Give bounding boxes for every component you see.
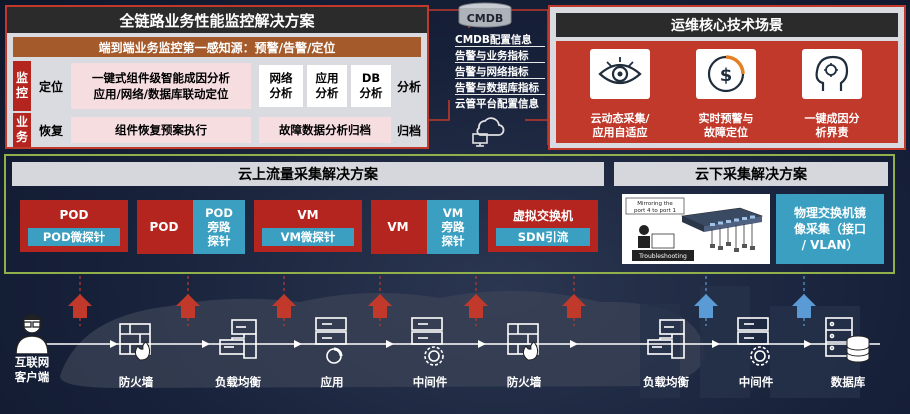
sdn-diversion: SDN引流 <box>496 228 590 246</box>
app-label: 应用 <box>320 375 344 389</box>
scene-label-3: 一键成因分 析界责 <box>804 112 860 139</box>
cmdb-underline-2 <box>455 62 545 63</box>
cmdb-underline-4 <box>455 94 545 95</box>
load-balancer-label-1: 负载均衡 <box>215 375 261 389</box>
load-balancer-label-2: 负载均衡 <box>643 375 689 389</box>
dollar-alert-icon: $ <box>696 49 756 99</box>
monitor-subtitle: 端到端业务监控第一感知源：预警/告警/定位 <box>13 37 421 57</box>
collection-solutions-box <box>4 154 895 274</box>
middleware-icon-2 <box>734 316 778 366</box>
cmdb-line-1: CMDB配置信息 <box>455 34 532 46</box>
network-analysis-box: 网络 分析 <box>259 65 303 107</box>
scenes-area: 云动态采集/ 应用自适应 $ 实时预警与 故障定位 一键成因分 析界责 <box>556 41 898 143</box>
switch-mirroring-image: Mirroring the port 4 to port 1 Troublesh… <box>622 194 770 264</box>
db-analysis-box: DB 分析 <box>351 65 391 107</box>
firewall-label-1: 防火墙 <box>118 375 154 389</box>
database-icon <box>824 316 872 366</box>
vm-bypass-probe: VM 旁路 探针 <box>427 200 479 254</box>
vm-label: VM <box>297 208 319 222</box>
cmdb-database-icon: CMDB <box>457 2 513 28</box>
vm-label-2: VM <box>387 220 409 234</box>
load-balancer-icon-1 <box>216 318 260 362</box>
archive-text: 故障数据分析归档 <box>259 117 391 143</box>
recover-text: 组件恢复预案执行 <box>71 117 251 143</box>
cloud-down-title: 云下采集解决方案 <box>614 162 888 186</box>
cmdb-underline-3 <box>455 78 545 79</box>
cmdb-title: CMDB <box>467 12 504 25</box>
cmdb-line-3: 告警与网络指标 <box>455 66 529 78</box>
pod-bypass-block: POD POD 旁路 探针 <box>137 200 245 254</box>
troubleshooting-caption: Troubleshooting <box>638 253 687 260</box>
client-label: 互联网 客户端 <box>14 355 50 384</box>
firewall-icon-2 <box>506 320 542 362</box>
core-scenarios-panel: 运维核心技术场景 云动态采集/ 应用自适应 $ 实时预警与 故障定位 <box>548 5 906 150</box>
ai-head-icon <box>802 49 862 99</box>
pod-micro-probe-block: POD POD微探针 <box>20 200 128 252</box>
cmdb-line-2: 告警与业务指标 <box>455 50 529 62</box>
eye-icon <box>590 49 650 99</box>
analysis-label: 分析 <box>396 79 421 94</box>
cmdb-underline-1 <box>455 46 545 47</box>
pod-label-2: POD <box>149 220 179 234</box>
mirroring-caption-2: port 4 to port 1 <box>634 208 676 214</box>
vswitch-label: 虚拟交换机 <box>512 208 573 223</box>
user-icon <box>12 310 52 355</box>
business-tag: 业 务 <box>13 113 31 147</box>
pod-bypass-probe: POD 旁路 探针 <box>193 200 245 254</box>
middleware-label-1: 中间件 <box>412 375 448 389</box>
middleware-label-2: 中间件 <box>738 375 774 389</box>
physical-switch-mirroring: 物理交换机镜 像采集（接口 / VLAN） <box>776 194 884 264</box>
vm-bypass-block: VM VM 旁路 探针 <box>371 200 479 254</box>
vm-micro-probe-block: VM VM微探针 <box>254 200 362 252</box>
database-label: 数据库 <box>830 375 866 389</box>
vm-micro-probe: VM微探针 <box>262 228 354 246</box>
app-analysis-box: 应用 分析 <box>307 65 347 107</box>
svg-text:$: $ <box>720 65 733 86</box>
middleware-icon-1 <box>408 316 452 366</box>
recover-label: 恢复 <box>38 123 63 138</box>
archive-label: 归档 <box>396 123 421 138</box>
mirroring-caption-1: Mirroring the <box>637 201 673 207</box>
firewall-label-2: 防火墙 <box>506 375 542 389</box>
app-server-icon <box>312 316 352 366</box>
scene-label-1: 云动态采集/ 应用自适应 <box>590 112 650 139</box>
cmdb-line-4: 告警与数据库指标 <box>455 82 539 94</box>
firewall-icon-1 <box>118 320 154 362</box>
locate-label: 定位 <box>38 79 63 94</box>
locate-text: 一键式组件级智能成因分析 应用/网络/数据库联动定位 <box>71 63 251 109</box>
full-chain-title: 全链路业务性能监控解决方案 <box>7 7 427 33</box>
network-flow-diagram <box>40 276 880 398</box>
pod-label: POD <box>59 208 89 222</box>
cmdb-line-5: 云管平台配置信息 <box>455 98 539 110</box>
cloud-up-title: 云上流量采集解决方案 <box>12 162 604 186</box>
scene-label-2: 实时预警与 故障定位 <box>698 112 754 139</box>
vswitch-block: 虚拟交换机 SDN引流 <box>488 200 598 252</box>
monitor-tag: 监 控 <box>13 61 31 111</box>
pod-micro-probe: POD微探针 <box>28 228 120 246</box>
cloud-monitor-icon <box>470 114 506 148</box>
full-chain-panel: 全链路业务性能监控解决方案 端到端业务监控第一感知源：预警/告警/定位 监 控 … <box>5 5 429 149</box>
load-balancer-icon-2 <box>644 318 688 362</box>
core-scenarios-title: 运维核心技术场景 <box>556 13 898 37</box>
